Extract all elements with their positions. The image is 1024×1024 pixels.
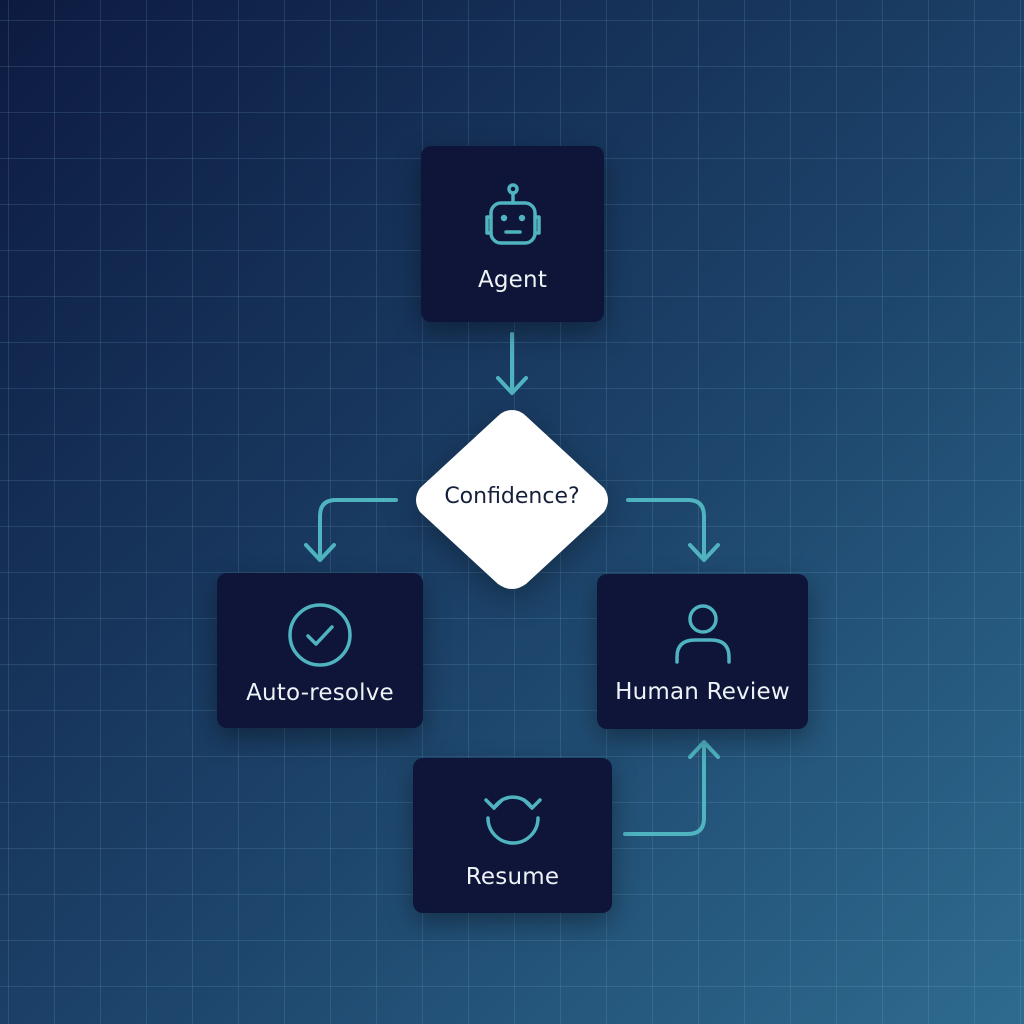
arrow-decision-to-human-review [626, 498, 720, 562]
decision-label: Confidence? [444, 484, 580, 509]
person-icon [673, 603, 733, 665]
check-circle-icon [287, 602, 353, 668]
resume-label: Resume [465, 863, 560, 890]
auto-resolve-label: Auto-resolve [246, 679, 394, 706]
arrow-agent-to-decision [496, 332, 528, 395]
agent-node[interactable]: Agent [421, 146, 604, 322]
decision-node[interactable]: Confidence? [408, 404, 616, 596]
arrow-resume-to-human-review [623, 740, 720, 836]
agent-label: Agent [477, 267, 548, 293]
arrow-decision-to-auto-resolve [304, 498, 398, 562]
refresh-icon [480, 788, 546, 848]
human-review-label: Human Review [615, 678, 790, 705]
robot-icon [484, 183, 541, 255]
resume-node[interactable]: Resume [413, 758, 612, 913]
auto-resolve-node[interactable]: Auto-resolve [217, 573, 423, 728]
human-review-node[interactable]: Human Review [597, 574, 808, 729]
